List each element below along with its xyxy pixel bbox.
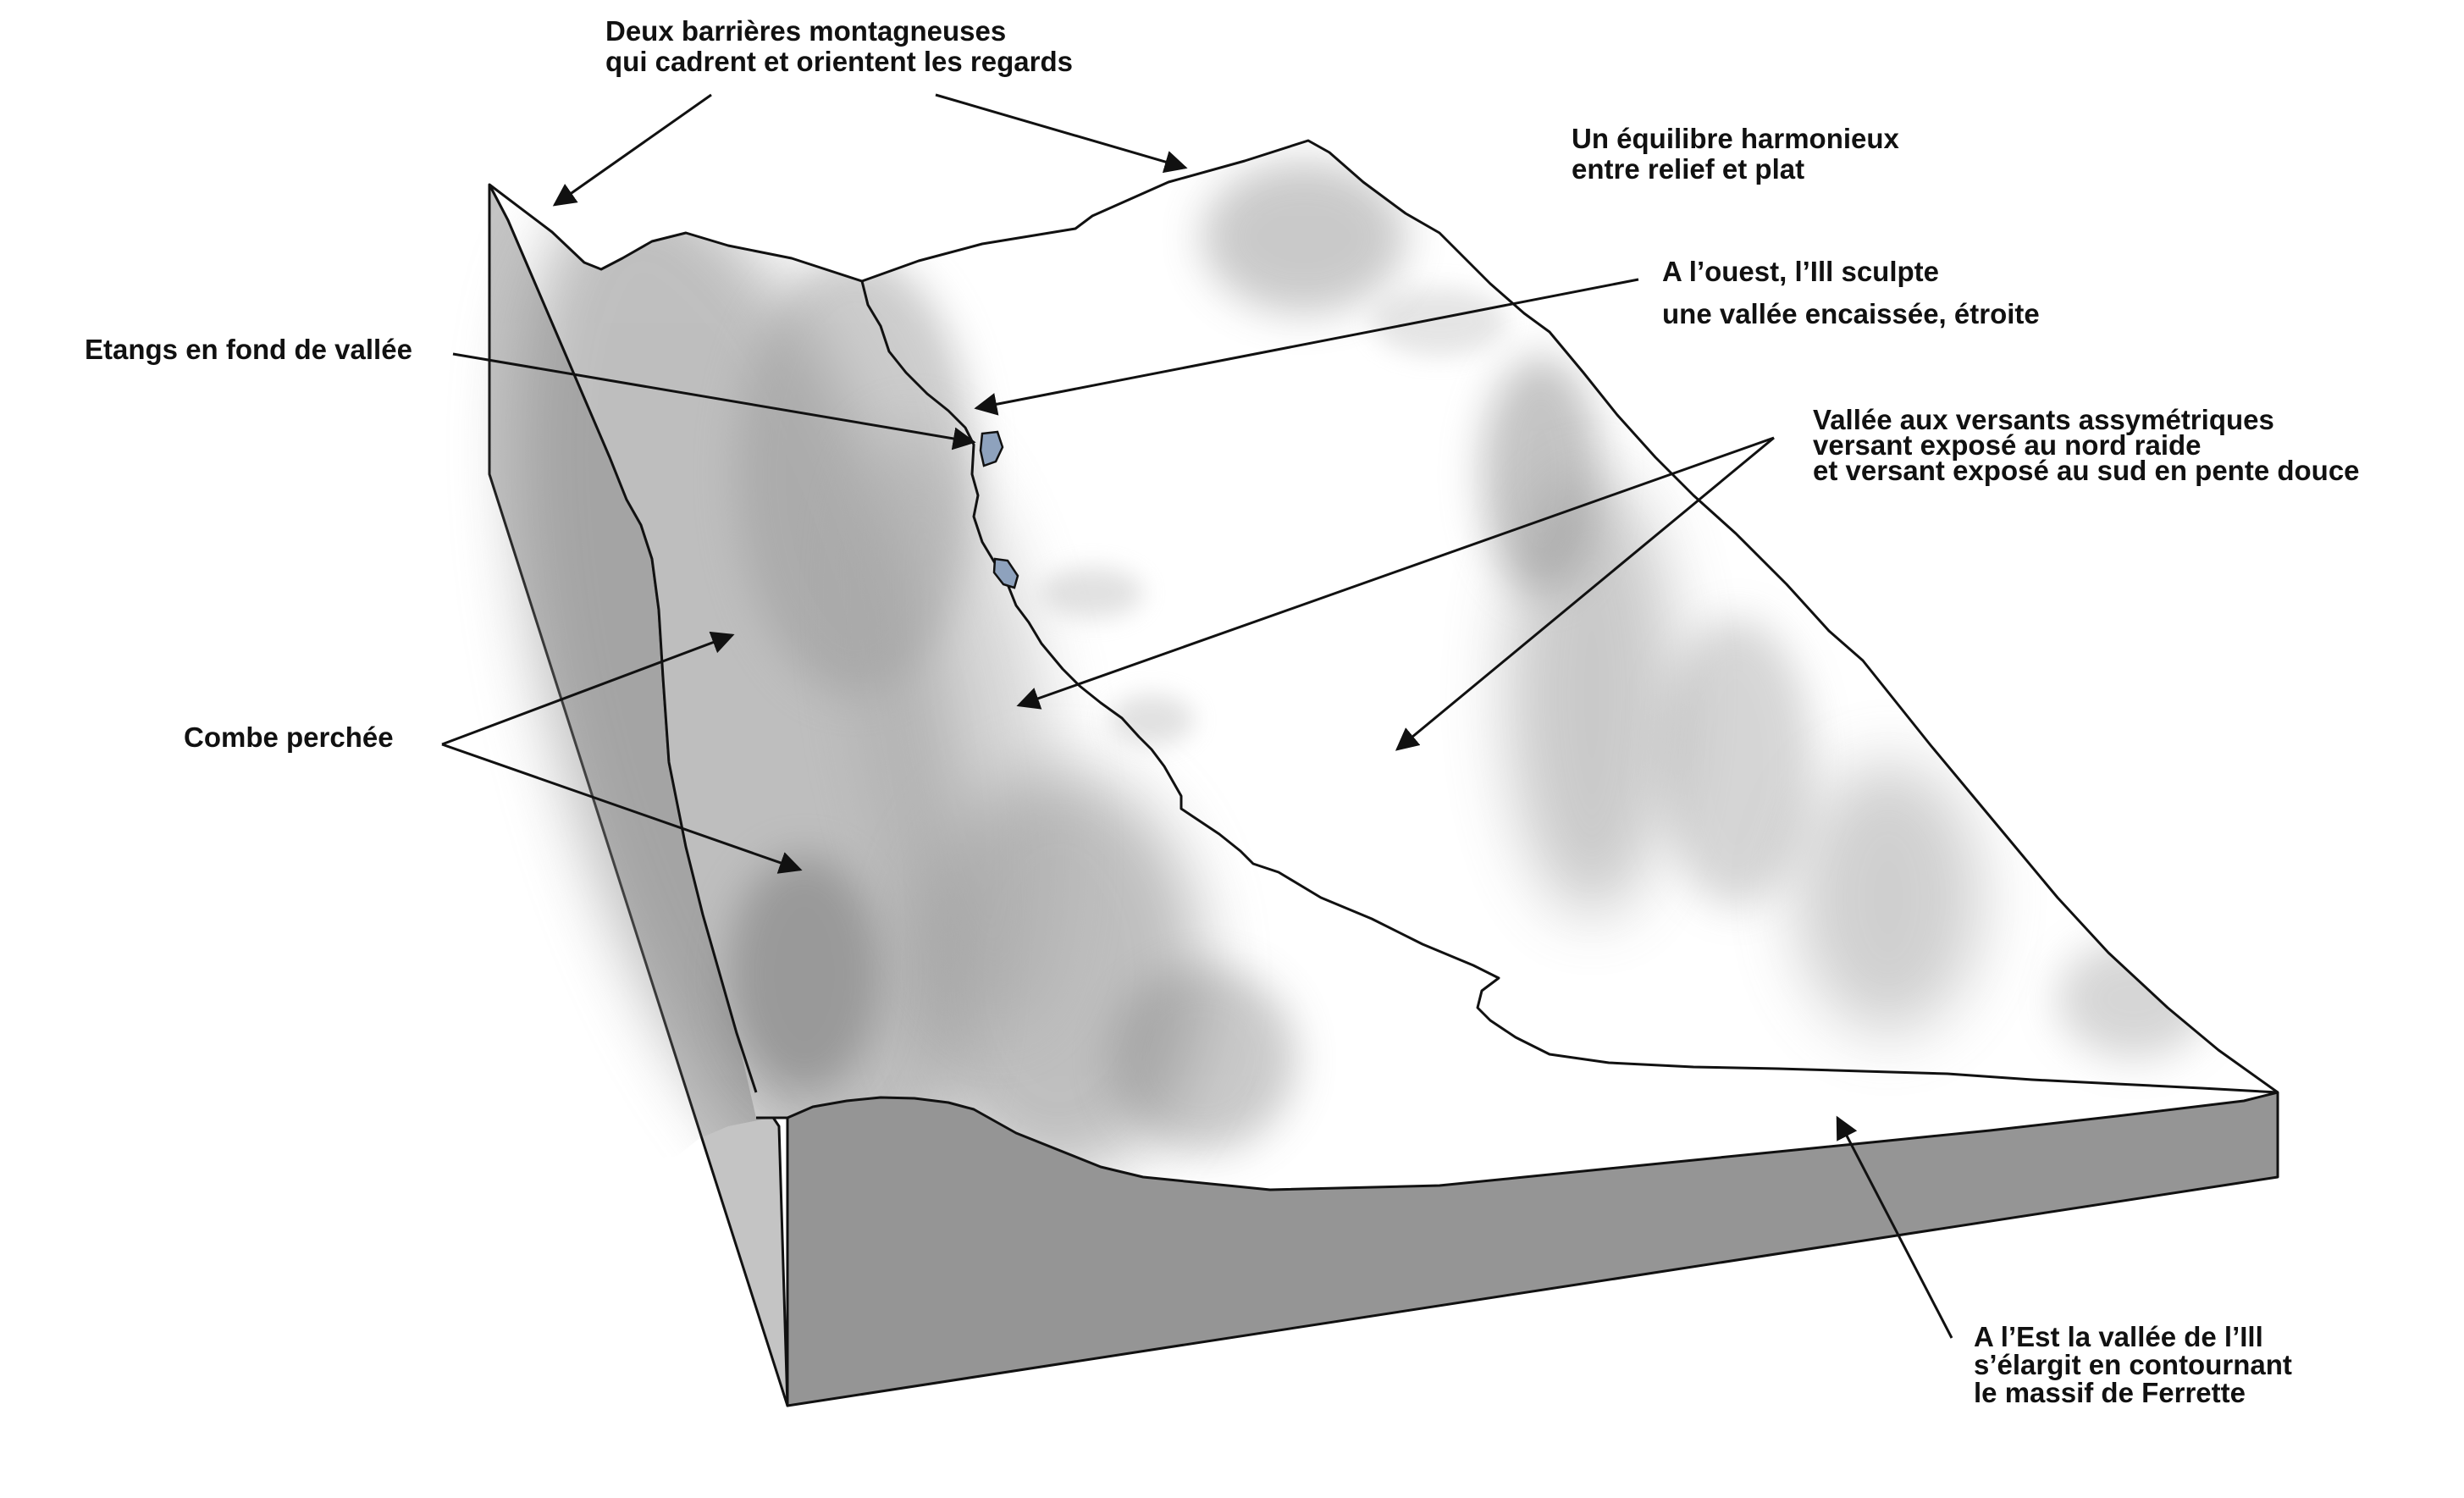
arrow-barrier-left — [552, 93, 712, 207]
barrier-crest-line — [488, 184, 758, 1093]
arrow-barrier-right — [935, 93, 1188, 174]
arrow-combe-upper — [441, 631, 735, 746]
pond-upper — [979, 430, 1004, 467]
label-equilibre: Un équilibre harmonieux entre relief et … — [1572, 124, 1899, 185]
label-barrieres: Deux barrières montagneuses qui cadrent … — [605, 16, 1073, 77]
label-ouest-line2: une vallée encaissée, étroite — [1662, 298, 2040, 329]
label-barrieres-line1: Deux barrières montagneuses — [605, 15, 1007, 47]
label-etangs-line1: Etangs en fond de vallée — [85, 334, 412, 365]
label-etangs: Etangs en fond de vallée — [85, 334, 412, 365]
arrow-combe-lower — [441, 743, 803, 874]
river-ill-line — [860, 280, 2279, 1094]
label-combe-line1: Combe perchée — [184, 721, 394, 753]
block-front-face — [786, 1091, 2279, 1407]
label-est-line2: s’élargit en contournant — [1974, 1349, 2292, 1380]
arrow-versants-right — [1395, 436, 1775, 751]
arrow-etangs — [452, 352, 976, 451]
pond-lower — [992, 557, 1019, 589]
block-top-outline — [489, 139, 2279, 1094]
label-est-line1: A l’Est la vallée de l’Ill — [1974, 1321, 2263, 1352]
label-ouest: A l’ouest, l’Ill sculpte une vallée enca… — [1662, 251, 2040, 335]
label-versants-line1: Vallée aux versants assymétriques — [1813, 404, 2274, 435]
annotation-arrows — [441, 93, 1953, 1339]
label-versants-line2: versant exposé au nord raide — [1813, 429, 2202, 461]
arrow-ouest — [974, 278, 1639, 416]
label-barrieres-line2: qui cadrent et orientent les regards — [605, 46, 1073, 77]
label-combe: Combe perchée — [184, 722, 394, 753]
label-equilibre-line2: entre relief et plat — [1572, 153, 1805, 185]
arrow-versants-left — [1016, 436, 1775, 710]
arrow-est — [1836, 1115, 1953, 1339]
label-ouest-line1: A l’ouest, l’Ill sculpte — [1662, 256, 1940, 287]
label-versants-line3: et versant exposé au sud en pente douce — [1813, 455, 2360, 486]
label-est: A l’Est la vallée de l’Ill s’élargit en … — [1974, 1323, 2292, 1407]
label-est-line3: le massif de Ferrette — [1974, 1377, 2246, 1408]
label-equilibre-line1: Un équilibre harmonieux — [1572, 123, 1899, 154]
label-versants: Vallée aux versants assymétriques versan… — [1813, 404, 2360, 486]
